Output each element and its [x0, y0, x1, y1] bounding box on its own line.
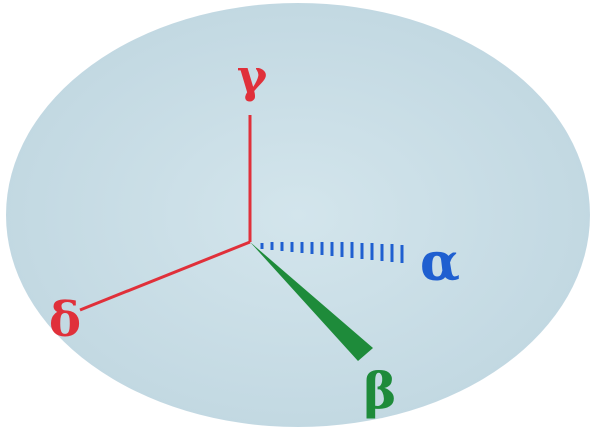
- beta-label: β: [363, 361, 396, 420]
- alpha-label: α: [420, 232, 460, 293]
- delta-label: δ: [49, 292, 81, 348]
- background-oval: [6, 3, 590, 427]
- gamma-label: γ: [237, 49, 268, 103]
